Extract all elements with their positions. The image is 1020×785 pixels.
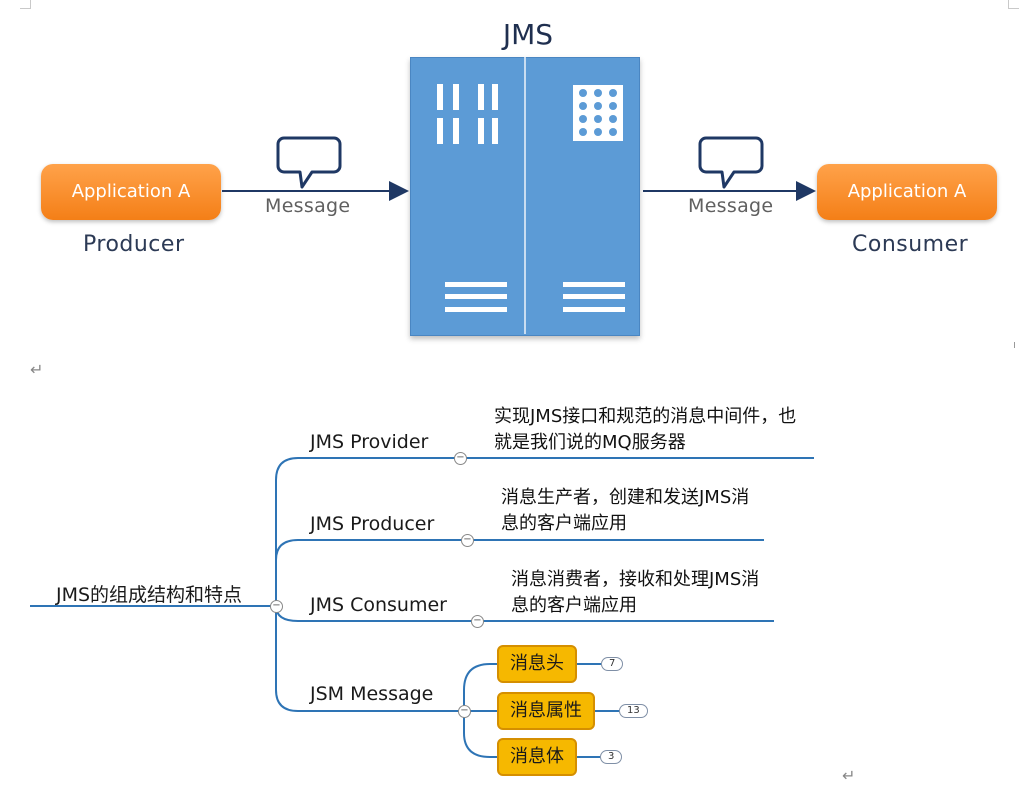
root-collapse-button[interactable]: − [270,600,283,613]
right-message-label: Message [688,195,774,217]
consumer-description: 消息消费者，接收和处理JMS消 息的客户端应用 [511,567,759,619]
provider-description-line-2: 就是我们说的MQ服务器 [494,432,686,453]
producer-collapse-button[interactable]: − [461,534,474,547]
right-speech-bubble-icon [698,136,764,189]
producer-description: 消息生产者，创建和发送JMS消 息的客户端应用 [501,485,749,537]
jms-title: JMS [502,18,554,51]
branch-jsm-message: JSM Message [310,683,434,705]
consumer-application-box: Application A [817,164,997,220]
producer-application-box: Application A [41,164,221,220]
consumer-collapse-button[interactable]: − [471,615,484,628]
node-message-header[interactable]: 消息头 [497,645,577,683]
node-message-body[interactable]: 消息体 [497,738,577,776]
server-dot-panel [573,85,623,141]
consumer-description-line-2: 息的客户端应用 [511,595,637,616]
message-collapse-button[interactable]: − [458,705,471,718]
consumer-label: Consumer [852,232,969,257]
message-header-count-badge[interactable]: 7 [601,657,624,671]
node-message-properties[interactable]: 消息属性 [497,692,595,730]
consumer-description-line-1: 消息消费者，接收和处理JMS消 [511,569,760,590]
page-corner-top-right [1008,0,1019,9]
page-corner-top-left [20,0,31,9]
mindmap-root: JMS的组成结构和特点 [56,584,243,606]
left-speech-bubble-icon [276,136,342,189]
provider-collapse-button[interactable]: − [454,452,467,465]
message-properties-count-badge[interactable]: 13 [619,704,648,718]
provider-description: 实现JMS接口和规范的消息中间件，也 就是我们说的MQ服务器 [494,404,796,456]
producer-description-line-2: 息的客户端应用 [501,513,627,534]
message-body-count-badge[interactable]: 3 [600,750,623,764]
branch-jms-producer: JMS Producer [310,513,435,535]
provider-description-line-1: 实现JMS接口和规范的消息中间件，也 [494,406,797,427]
branch-jms-provider: JMS Provider [310,431,429,453]
side-tick [1014,342,1019,348]
producer-description-line-1: 消息生产者，创建和发送JMS消 [501,487,750,508]
server-divider [524,57,526,334]
paragraph-mark-bottom: ↵ [842,766,856,785]
branch-jms-consumer: JMS Consumer [310,594,447,616]
left-message-label: Message [265,195,351,217]
producer-label: Producer [83,232,185,257]
paragraph-mark: ↵ [30,360,44,379]
